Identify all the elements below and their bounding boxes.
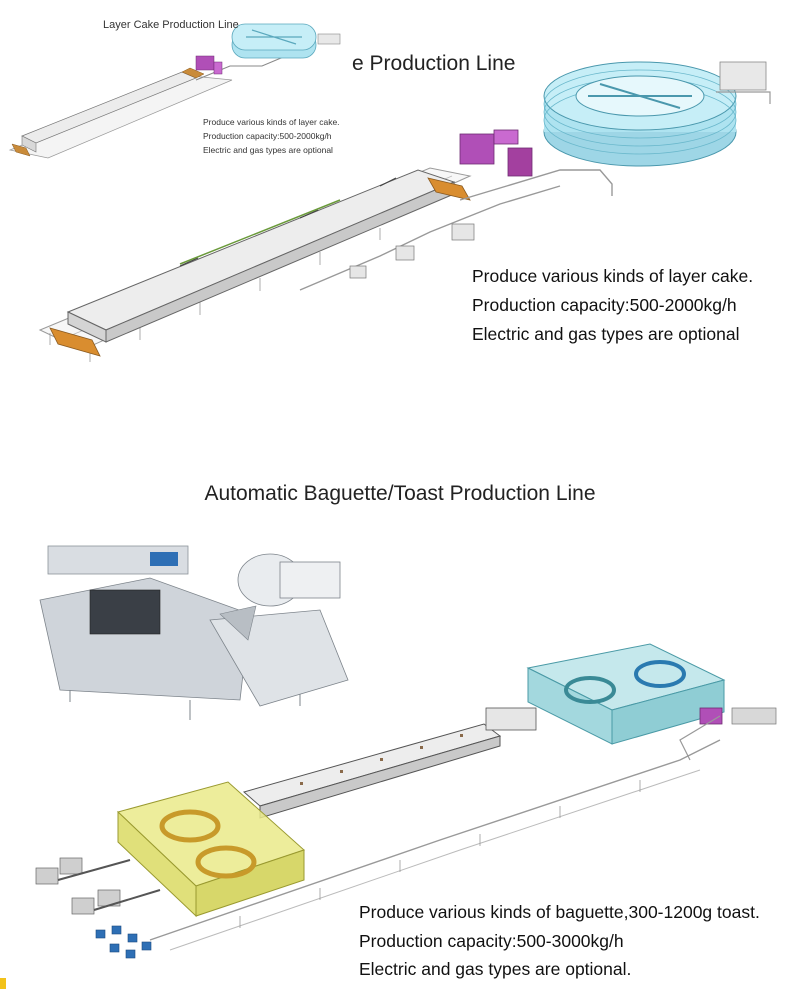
spiral-cooler	[543, 61, 737, 167]
inset-spec-line: Electric and gas types are optional	[203, 145, 333, 155]
section1-spec-line: Electric and gas types are optional	[472, 324, 740, 344]
layer-cake-line-illustration	[38, 61, 771, 362]
proofer-chamber	[117, 781, 305, 918]
section2-spec-line: Produce various kinds of baguette,300-12…	[359, 902, 760, 922]
corner-accent-mark	[0, 978, 6, 989]
inset-layer-cake-line-illustration	[8, 23, 341, 159]
inset-spiral-cooler	[231, 23, 317, 59]
section2-spec-line: Electric and gas types are optional.	[359, 959, 632, 979]
inset-spec-line: Production capacity:500-2000kg/h	[203, 131, 332, 141]
section2-spec-line: Production capacity:500-3000kg/h	[359, 931, 624, 951]
section1-title: e Production Line	[352, 52, 516, 75]
inset-spec-line: Produce various kinds of layer cake.	[203, 117, 340, 127]
cooling-chamber	[526, 643, 726, 745]
section1-spec-line: Production capacity:500-2000kg/h	[472, 295, 737, 315]
baguette-moulder-machine-photo	[39, 545, 349, 720]
inset-title: Layer Cake Production Line	[103, 19, 239, 31]
purple-depositor-machine	[459, 129, 533, 177]
baguette-toast-line-illustration	[35, 643, 777, 959]
section1-spec-line: Produce various kinds of layer cake.	[472, 266, 754, 286]
section2-title: Automatic Baguette/Toast Production Line	[204, 482, 596, 505]
